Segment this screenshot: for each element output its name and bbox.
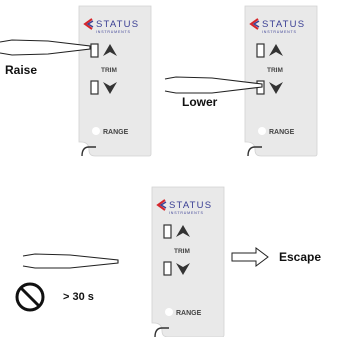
status-logo: STATUS INSTRUMENTS bbox=[83, 18, 139, 34]
brand-subtitle: INSTRUMENTS bbox=[262, 30, 297, 34]
trim-label: TRIM bbox=[174, 248, 190, 255]
trim-up-button[interactable] bbox=[90, 43, 99, 58]
screwdriver-icon bbox=[0, 39, 91, 56]
trim-label: TRIM bbox=[101, 67, 117, 74]
device-panel-raise: STATUS INSTRUMENTS TRIM RANGE bbox=[78, 5, 152, 157]
screwdriver-icon bbox=[22, 253, 119, 269]
range-led bbox=[92, 127, 100, 135]
brand-name: STATUS bbox=[169, 200, 212, 211]
brand-subtitle: INSTRUMENTS bbox=[96, 30, 131, 34]
brand-name: STATUS bbox=[96, 19, 139, 30]
arrow-down-icon bbox=[103, 82, 117, 94]
range-label: RANGE bbox=[103, 129, 129, 136]
device-panel-lower: STATUS INSTRUMENTS TRIM RANGE bbox=[244, 5, 318, 157]
trim-down-button[interactable] bbox=[163, 261, 172, 276]
escape-label: Escape bbox=[279, 250, 322, 264]
prohibited-icon bbox=[15, 282, 45, 312]
arrow-up-icon bbox=[176, 225, 190, 237]
range-led bbox=[165, 308, 173, 316]
device-panel-escape: STATUS INSTRUMENTS TRIM RANGE bbox=[151, 186, 225, 338]
trim-label: TRIM bbox=[267, 67, 283, 74]
trim-down-button[interactable] bbox=[90, 80, 99, 95]
arrow-down-icon bbox=[269, 82, 283, 94]
arrow-up-icon bbox=[269, 44, 283, 56]
lower-label: Lower bbox=[182, 95, 218, 109]
brand-subtitle: INSTRUMENTS bbox=[169, 211, 204, 215]
trim-up-button[interactable] bbox=[256, 43, 265, 58]
brand-name: STATUS bbox=[262, 19, 305, 30]
arrow-right-icon bbox=[231, 247, 269, 267]
trim-up-button[interactable] bbox=[163, 224, 172, 239]
timeout-label: > 30 s bbox=[63, 291, 94, 303]
status-logo: STATUS INSTRUMENTS bbox=[156, 199, 212, 215]
arrow-up-icon bbox=[103, 44, 117, 56]
screwdriver-icon bbox=[164, 76, 263, 94]
range-led bbox=[258, 127, 266, 135]
range-label: RANGE bbox=[269, 129, 295, 136]
raise-label: Raise bbox=[5, 63, 38, 77]
status-logo: STATUS INSTRUMENTS bbox=[249, 18, 305, 34]
arrow-down-icon bbox=[176, 263, 190, 275]
range-label: RANGE bbox=[176, 310, 202, 317]
